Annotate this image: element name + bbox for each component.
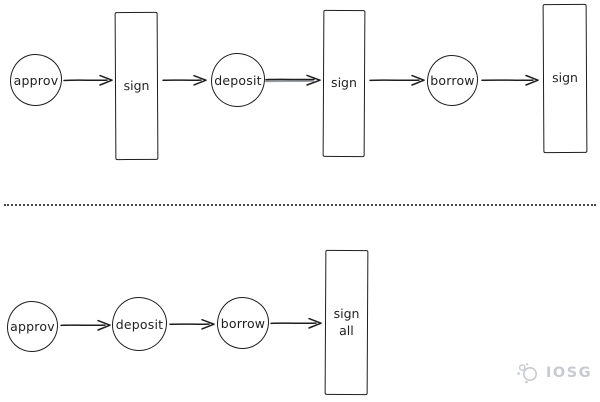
node-label: sign — [331, 74, 357, 91]
node-label: deposit — [115, 316, 164, 332]
arrow-sign2-to-borrow — [369, 74, 425, 86]
node-label: approv — [13, 72, 59, 88]
node-sign-3: sign — [542, 3, 588, 154]
node-approve-top: approv — [10, 54, 62, 106]
iosg-logo-icon — [517, 363, 537, 384]
arrow-sign1-to-deposit — [162, 74, 207, 86]
node-approve-bottom: approv — [7, 301, 58, 352]
node-sign-2: sign — [322, 9, 366, 158]
node-label: deposit — [214, 72, 262, 88]
arrow-deposit-to-sign2 — [265, 74, 321, 86]
node-borrow-bottom: borrow — [217, 297, 269, 349]
arrow-approve-to-deposit — [60, 319, 111, 331]
node-deposit-bottom: deposit — [112, 297, 167, 351]
section-divider — [4, 204, 596, 206]
node-sign-1: sign — [114, 11, 159, 161]
node-sign-all: sign all — [324, 249, 369, 396]
arrow-borrow-to-sign-all — [270, 317, 322, 329]
node-label: approv — [10, 319, 55, 334]
node-deposit-top: deposit — [211, 53, 265, 107]
arrow-approve-to-sign1 — [63, 74, 113, 86]
node-borrow-top: borrow — [427, 55, 478, 106]
node-label: borrow — [430, 73, 475, 88]
node-label: sign — [552, 69, 578, 86]
watermark: IOSG — [516, 361, 592, 385]
node-label: sign all — [333, 305, 360, 338]
watermark-text: IOSG — [546, 365, 593, 381]
node-label: sign — [123, 77, 150, 93]
arrow-borrow-to-sign3 — [481, 74, 539, 86]
node-label: borrow — [220, 315, 266, 331]
arrow-deposit-to-borrow — [169, 318, 215, 330]
